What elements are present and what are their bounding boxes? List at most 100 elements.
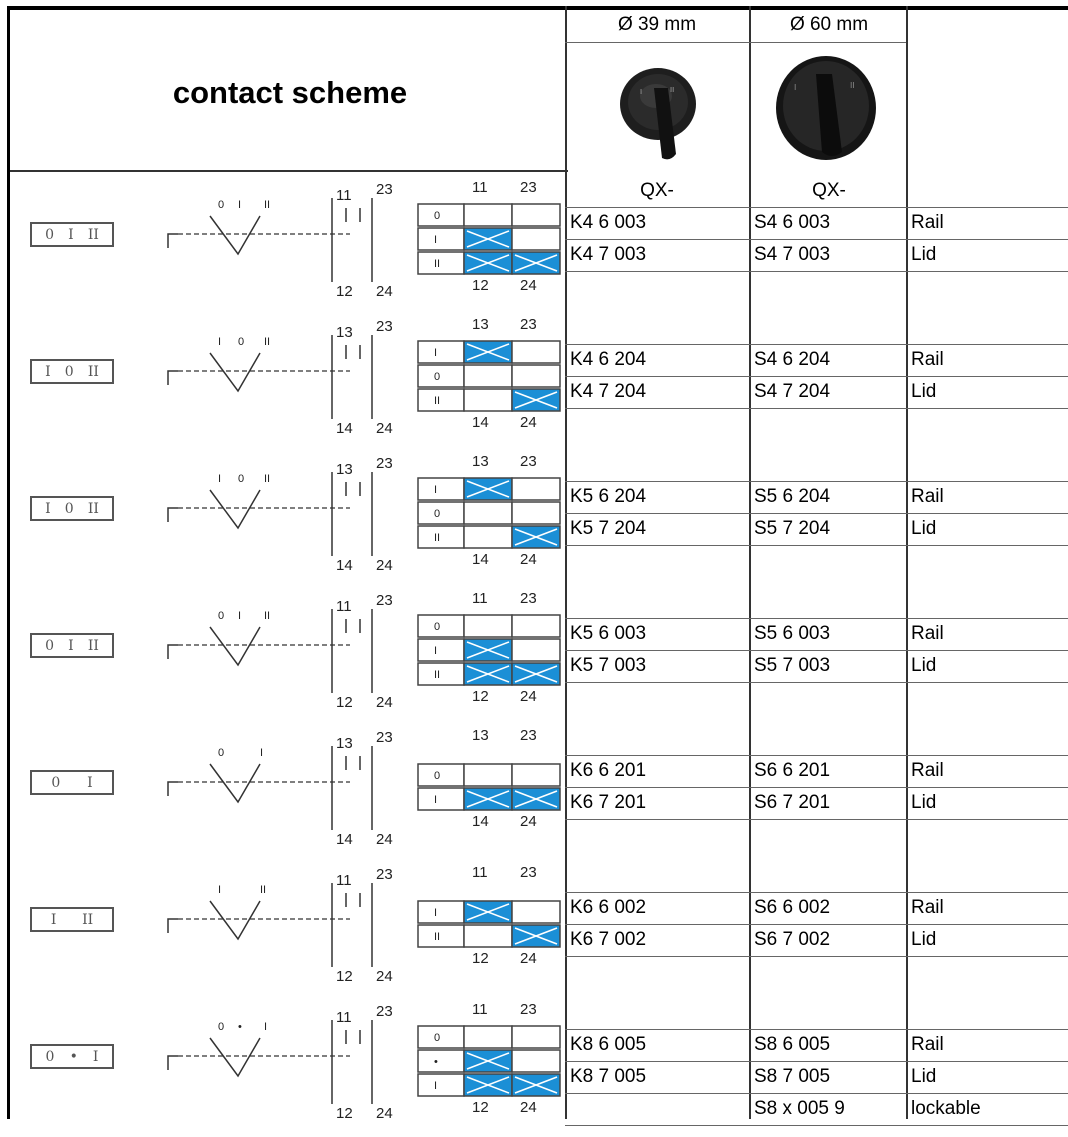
switch-position-label: II [264, 199, 270, 211]
article-number-cell: K6 6 002 [570, 897, 647, 918]
grid-contact-label: 12 [472, 688, 489, 705]
row-divider [565, 481, 1068, 482]
column-divider-3 [906, 6, 908, 1119]
row-divider [565, 819, 1068, 820]
subheader-divider [565, 42, 906, 43]
grid-row-label: II [434, 395, 440, 407]
grid-row-label: I [434, 234, 437, 246]
contact-number: 23 [376, 1003, 393, 1020]
contact-number: 24 [376, 283, 393, 300]
position-label: I [87, 774, 93, 791]
grid-contact-label: 24 [520, 688, 537, 705]
article-number-cell: S5 6 003 [754, 623, 831, 644]
contact-open-cell [511, 501, 561, 525]
grid-row-label-box [417, 340, 465, 364]
article-number-cell: K5 7 003 [570, 655, 647, 676]
row-divider [565, 755, 1068, 756]
switch-position-label: II [260, 884, 266, 896]
position-label: II [87, 226, 99, 243]
contact-number: 12 [336, 694, 353, 711]
row-divider [565, 682, 1068, 683]
contact-open-cell [463, 763, 513, 787]
position-label: I [50, 911, 57, 928]
contact-open-cell [511, 1025, 561, 1049]
article-number-cell: K5 6 204 [570, 486, 647, 507]
article-number-cell: K6 7 201 [570, 792, 647, 813]
switch-position-label: II [264, 336, 270, 348]
switch-position-label: I [238, 199, 241, 211]
grid-row-label-box [417, 900, 465, 924]
article-number-cell: S4 6 003 [754, 212, 831, 233]
grid-row-label: I [434, 1080, 437, 1092]
contact-open-cell [511, 638, 561, 662]
position-label: 0 [64, 363, 74, 380]
article-number-cell: S6 7 002 [754, 929, 831, 950]
grid-row-label-box [417, 924, 465, 948]
svg-text:I: I [640, 88, 642, 96]
contact-number: 11 [336, 1009, 352, 1026]
switch-position-label: 0 [218, 1021, 224, 1033]
position-label: 0 [45, 637, 54, 654]
switch-position-label: I [260, 747, 263, 759]
contact-number: 12 [336, 968, 353, 985]
header-divider [10, 170, 568, 172]
contact-number: 13 [336, 735, 353, 752]
grid-row-label-box [417, 525, 465, 549]
grid-row-label-box [417, 364, 465, 388]
mounting-type-cell: Rail [911, 212, 944, 233]
grid-row-label-box [417, 1073, 465, 1097]
grid-contact-label: 24 [520, 950, 537, 967]
row-divider [565, 344, 1068, 345]
article-number-cell: S5 7 204 [754, 518, 831, 539]
grid-row-label: 0 [434, 371, 440, 383]
contact-open-cell [511, 203, 561, 227]
switch-position-label: I [218, 884, 221, 896]
svg-text:II: II [850, 81, 855, 90]
contact-number: 11 [336, 187, 352, 204]
grid-contact-label: 12 [472, 950, 489, 967]
grid-contact-label: 23 [520, 179, 537, 196]
page-title: contact scheme [172, 75, 408, 110]
knob-60mm-image: I II [776, 56, 876, 160]
knob-39mm-image: I II [620, 68, 696, 160]
grid-row-label: II [434, 258, 440, 270]
contact-number: 24 [376, 1105, 393, 1122]
mounting-type-cell: Rail [911, 486, 944, 507]
row-divider [565, 545, 1068, 546]
switch-position-label: 0 [238, 336, 244, 348]
grid-contact-label: 24 [520, 551, 537, 568]
contact-number: 24 [376, 831, 393, 848]
position-label: 0 [64, 500, 74, 517]
switch-position-label: I [264, 1021, 267, 1033]
grid-row-label: I [434, 907, 437, 919]
contact-open-cell [511, 614, 561, 638]
grid-row-label-box [417, 388, 465, 412]
article-number-cell: S4 7 003 [754, 244, 831, 265]
qx-prefix-60mm: QX- [812, 180, 846, 201]
position-label: 0 [45, 226, 54, 243]
contact-open-cell [463, 924, 513, 948]
article-number-cell: K4 7 003 [570, 244, 647, 265]
contact-open-cell [463, 525, 513, 549]
column-header-39mm: Ø 39 mm [617, 14, 697, 35]
contact-open-cell [511, 340, 561, 364]
contact-open-cell [511, 364, 561, 388]
article-number-cell: S4 6 204 [754, 349, 831, 370]
position-label: • [69, 1048, 78, 1065]
row-divider [565, 650, 1068, 651]
grid-row-label-box [417, 763, 465, 787]
grid-contact-label: 12 [472, 277, 489, 294]
mounting-type-cell: Rail [911, 760, 944, 781]
